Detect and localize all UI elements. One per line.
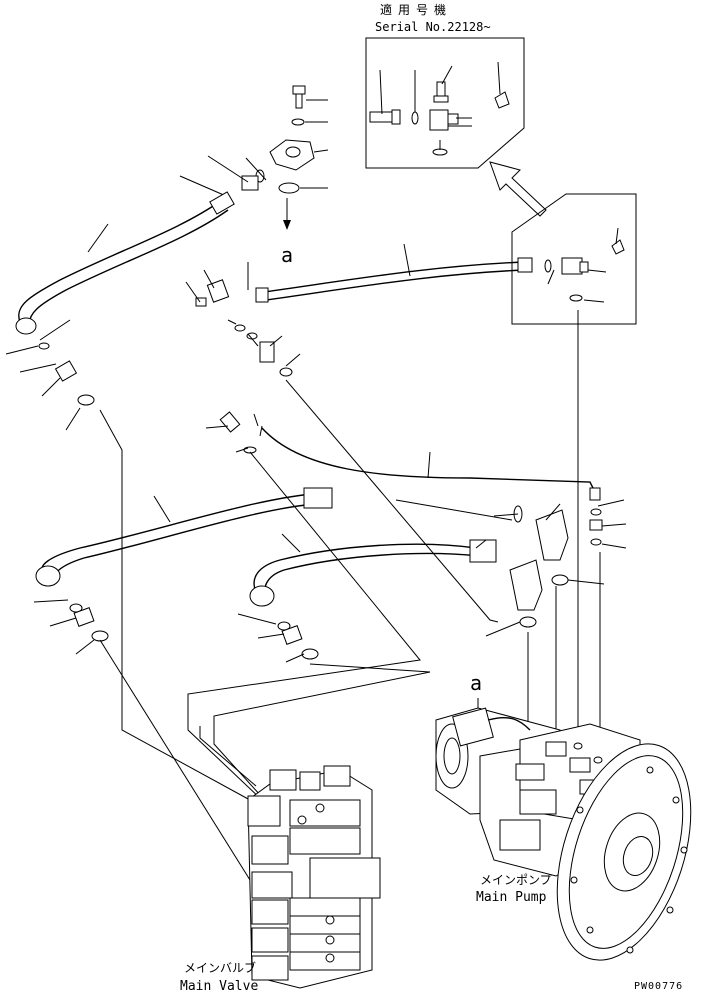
- hose-upper-left: [18, 199, 223, 323]
- main-pump: [435, 707, 692, 961]
- serial-inset: 適用号機 Serial No.22128~: [365, 2, 525, 169]
- flange-leaders: [179, 99, 329, 197]
- inset-parts: [369, 81, 510, 156]
- detail-box-leaders: [547, 227, 619, 303]
- inset-pointer-arrow: [489, 161, 547, 217]
- hose-lower-middle: [253, 543, 477, 593]
- view-marker-pump: a: [470, 671, 482, 695]
- valve-label-jp: メインバルブ: [184, 960, 256, 975]
- drawing-code: PW00776: [634, 981, 683, 992]
- hose-middle: [263, 261, 525, 293]
- inset-title-jp: 適用号機: [380, 2, 452, 17]
- elbow-fitting-upper: [535, 509, 569, 561]
- elbow-fitting-lower: [509, 559, 543, 611]
- detail-box-parts: [544, 239, 625, 302]
- inset-serial: Serial No.22128~: [375, 20, 491, 34]
- inset-leaders: [379, 61, 501, 150]
- view-arrow-top-head: [283, 220, 291, 230]
- part-leaders: [5, 223, 627, 663]
- pump-label-en: Main Pump: [476, 890, 547, 905]
- valve-label-en: Main Valve: [180, 979, 258, 994]
- main-valve: [247, 765, 381, 989]
- inset-frame: [365, 37, 525, 169]
- hose-pilot: [261, 427, 599, 499]
- hose-lower-left: [41, 493, 313, 575]
- routing-lines: [99, 310, 601, 881]
- pump-label-jp: メインポンプ: [480, 873, 552, 887]
- view-marker-top: a: [281, 243, 293, 267]
- flange-assembly: [241, 85, 315, 194]
- detail-box: [511, 193, 637, 325]
- hoses: [15, 191, 603, 660]
